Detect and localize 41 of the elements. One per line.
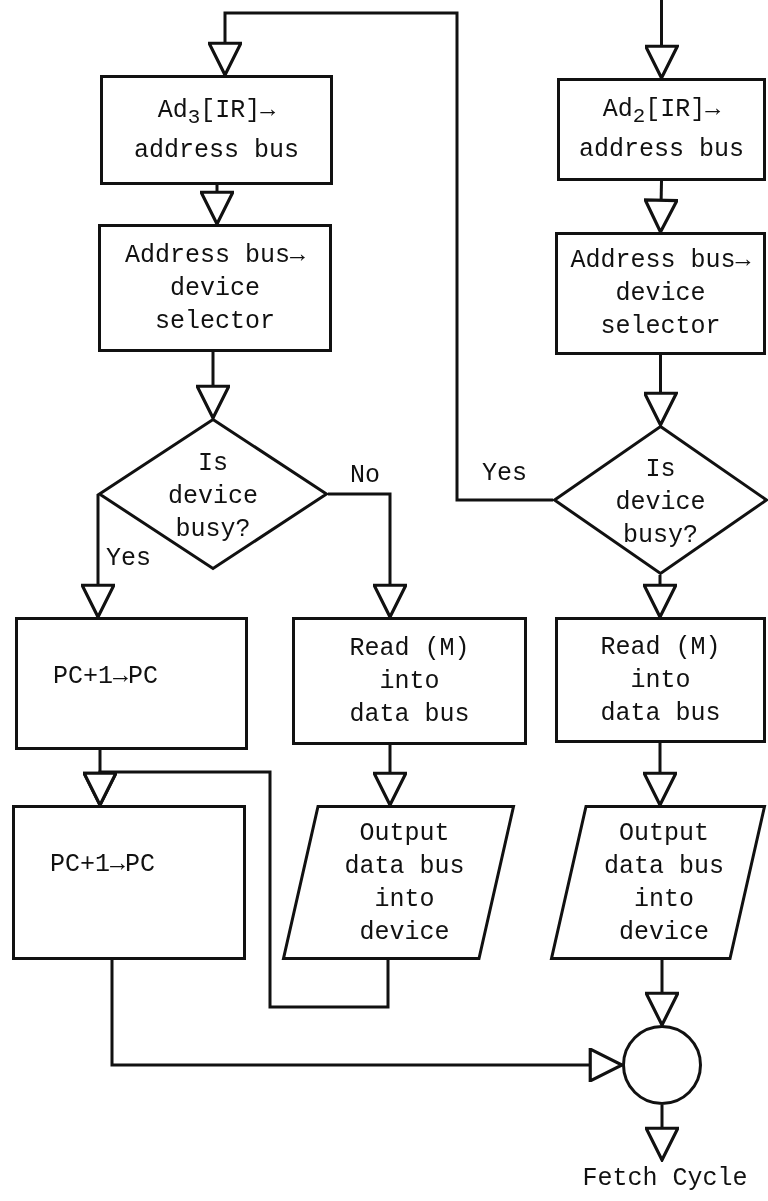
decision-diamond	[98, 418, 328, 570]
flow-arrow	[82, 770, 390, 1009]
flow-arrow	[372, 745, 408, 807]
flow-arrow	[642, 743, 678, 807]
process-box	[292, 617, 527, 745]
io-parallelogram	[550, 805, 766, 960]
step-text: Ad$_{3}$[IR]→ address bus	[133, 94, 300, 167]
step-text: Address bus→ device selector	[124, 239, 306, 338]
flow-arrow	[199, 185, 235, 226]
flow-arrow	[207, 11, 553, 502]
step-text: Read (M) into data bus	[348, 632, 471, 731]
step-text: Output data bus into device	[343, 817, 466, 949]
io-parallelogram	[282, 805, 515, 960]
flow-arrow	[644, 1105, 680, 1162]
flow-arrow	[643, 180, 679, 234]
step-text: PC+1→PC	[53, 661, 159, 693]
process-box	[15, 617, 248, 750]
process-box	[555, 617, 766, 743]
step-text: Read (M) into data bus	[599, 631, 722, 730]
connector-circle	[622, 1025, 702, 1105]
flow-arrow	[80, 494, 116, 619]
process-box	[12, 805, 246, 960]
flow-arrow	[195, 352, 231, 420]
step-text: PC+1→PC	[50, 849, 156, 881]
flow-arrow	[328, 492, 408, 619]
process-box	[557, 78, 766, 181]
flow-arrow	[642, 575, 678, 619]
process-box	[100, 75, 333, 185]
step-text: Ad$_{2}$[IR]→ address bus	[578, 94, 745, 166]
flow-arrow	[644, 0, 679, 80]
process-box	[98, 224, 332, 352]
step-text: Address bus→ device selector	[569, 245, 752, 343]
flow-arrow	[644, 960, 680, 1027]
step-text: Output data bus into device	[603, 817, 725, 949]
flow-arrow	[643, 355, 678, 427]
flow-arrow	[110, 960, 624, 1083]
process-box	[555, 232, 766, 355]
decision-diamond	[553, 425, 768, 575]
terminal-label: Fetch Cycle	[582, 1162, 748, 1195]
decision-text: Is device busy?	[167, 447, 259, 546]
decision-text: Is device busy?	[614, 453, 707, 552]
